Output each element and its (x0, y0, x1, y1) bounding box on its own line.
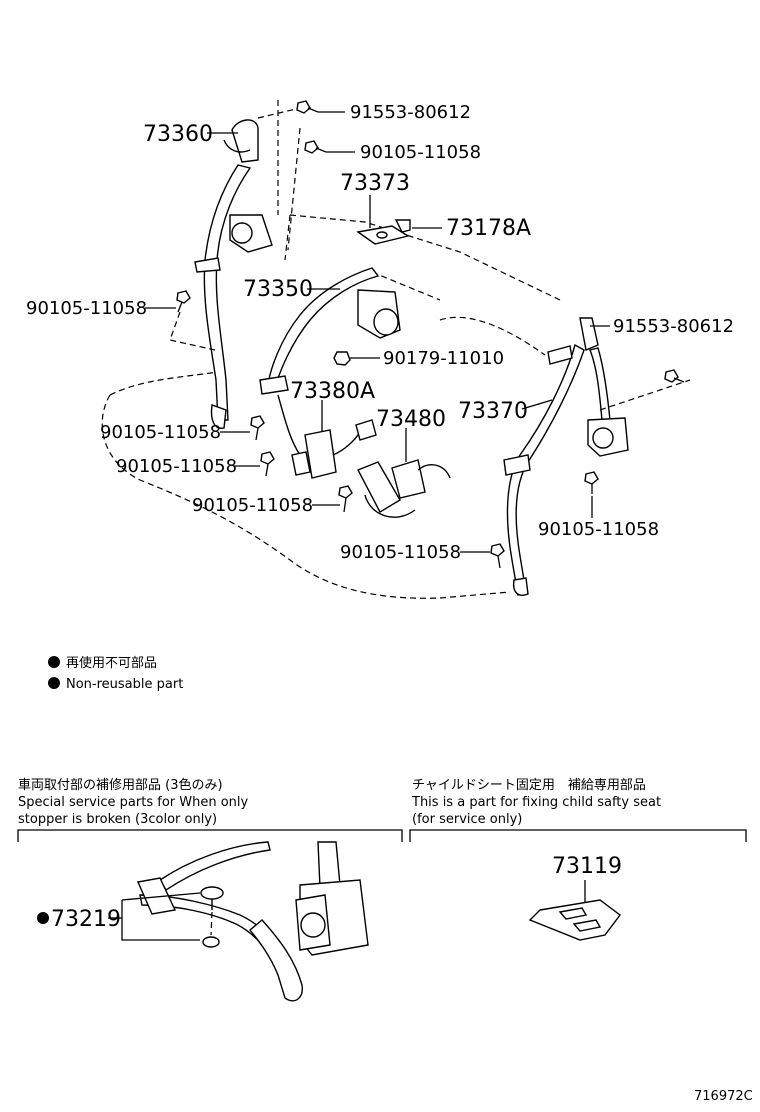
bolt-icon (338, 485, 353, 513)
part-number-73370: 73370 (458, 399, 528, 424)
part-number-73219: 73219 (51, 907, 121, 932)
part-number-90105-b: 90105-11058 (116, 456, 237, 477)
part-number-90105-top: 90105-11058 (360, 142, 481, 163)
bolt-icon (584, 471, 599, 494)
section-left-en2: stopper is broken (3color only) (18, 812, 217, 827)
legend-en: Non-reusable part (66, 677, 183, 692)
leader-dash (169, 311, 216, 351)
part-number-90105-bottom: 90105-11058 (340, 542, 461, 563)
diagram-id: 716972C (694, 1089, 753, 1104)
part-number-73480: 73480 (376, 407, 446, 432)
bolt-icon (250, 415, 265, 441)
seat-belt-73350 (259, 267, 401, 456)
filled-circle-icon (48, 656, 60, 668)
bolt-icon (304, 140, 327, 154)
rear-seat-outline (101, 214, 561, 599)
part-number-73119: 73119 (552, 854, 622, 879)
leader-dash (257, 107, 301, 119)
leader-dash (287, 127, 301, 251)
bolt-icon (176, 290, 191, 313)
fixing-plate-73119 (528, 899, 621, 941)
service-parts-section-right: チャイルドシート固定用 補給専用部品 This is a part for fi… (409, 778, 747, 941)
section-right-jp: チャイルドシート固定用 補給専用部品 (412, 778, 646, 793)
section-right-en1: This is a part for fixing child safty se… (411, 795, 661, 810)
part-number-73178A: 73178A (446, 216, 531, 241)
bolt-icon (490, 543, 505, 569)
service-parts-section-left: 車両取付部の補修用部品 (3色のみ) Special service parts… (17, 777, 403, 1002)
section-left-jp: 車両取付部の補修用部品 (3色のみ) (18, 777, 223, 793)
buckle-73480 (357, 459, 451, 518)
part-number-90105-left: 90105-11058 (26, 298, 147, 319)
leader-dash (599, 379, 691, 411)
bolt-icon (296, 100, 319, 114)
bolt-icon (664, 369, 685, 383)
part-number-73360: 73360 (143, 122, 213, 147)
section-left-en1: Special service parts for When only (18, 795, 249, 810)
legend-jp: 再使用不可部品 (66, 655, 157, 671)
part-labels: 73360 91553-80612 90105-11058 73373 7317… (26, 102, 734, 563)
section-right-en2: (for service only) (412, 812, 522, 827)
seat-belt-73370 (503, 317, 629, 596)
stopper-button-icon (200, 886, 224, 900)
part-number-91553-top: 91553-80612 (350, 102, 471, 123)
filled-circle-icon (37, 912, 49, 924)
part-number-91553-right: 91553-80612 (613, 316, 734, 337)
buckle-73380A (291, 419, 377, 479)
part-number-73373: 73373 (340, 171, 410, 196)
cover-73373 (356, 225, 410, 245)
seat-belt-73360 (194, 119, 273, 429)
part-number-90105-right: 90105-11058 (538, 519, 659, 540)
bolt-icon (260, 451, 275, 477)
part-number-90105-c: 90105-11058 (192, 495, 313, 516)
clip-73178A (394, 219, 411, 233)
part-number-90105-a: 90105-11058 (100, 422, 221, 443)
legend: 再使用不可部品 Non-reusable part (48, 655, 183, 692)
part-number-73380A: 73380A (290, 379, 375, 404)
nut-icon (333, 351, 351, 366)
stopper-washer-icon (202, 936, 220, 948)
part-number-73350: 73350 (243, 277, 313, 302)
filled-circle-icon (48, 677, 60, 689)
part-number-90179: 90179-11010 (383, 348, 504, 369)
